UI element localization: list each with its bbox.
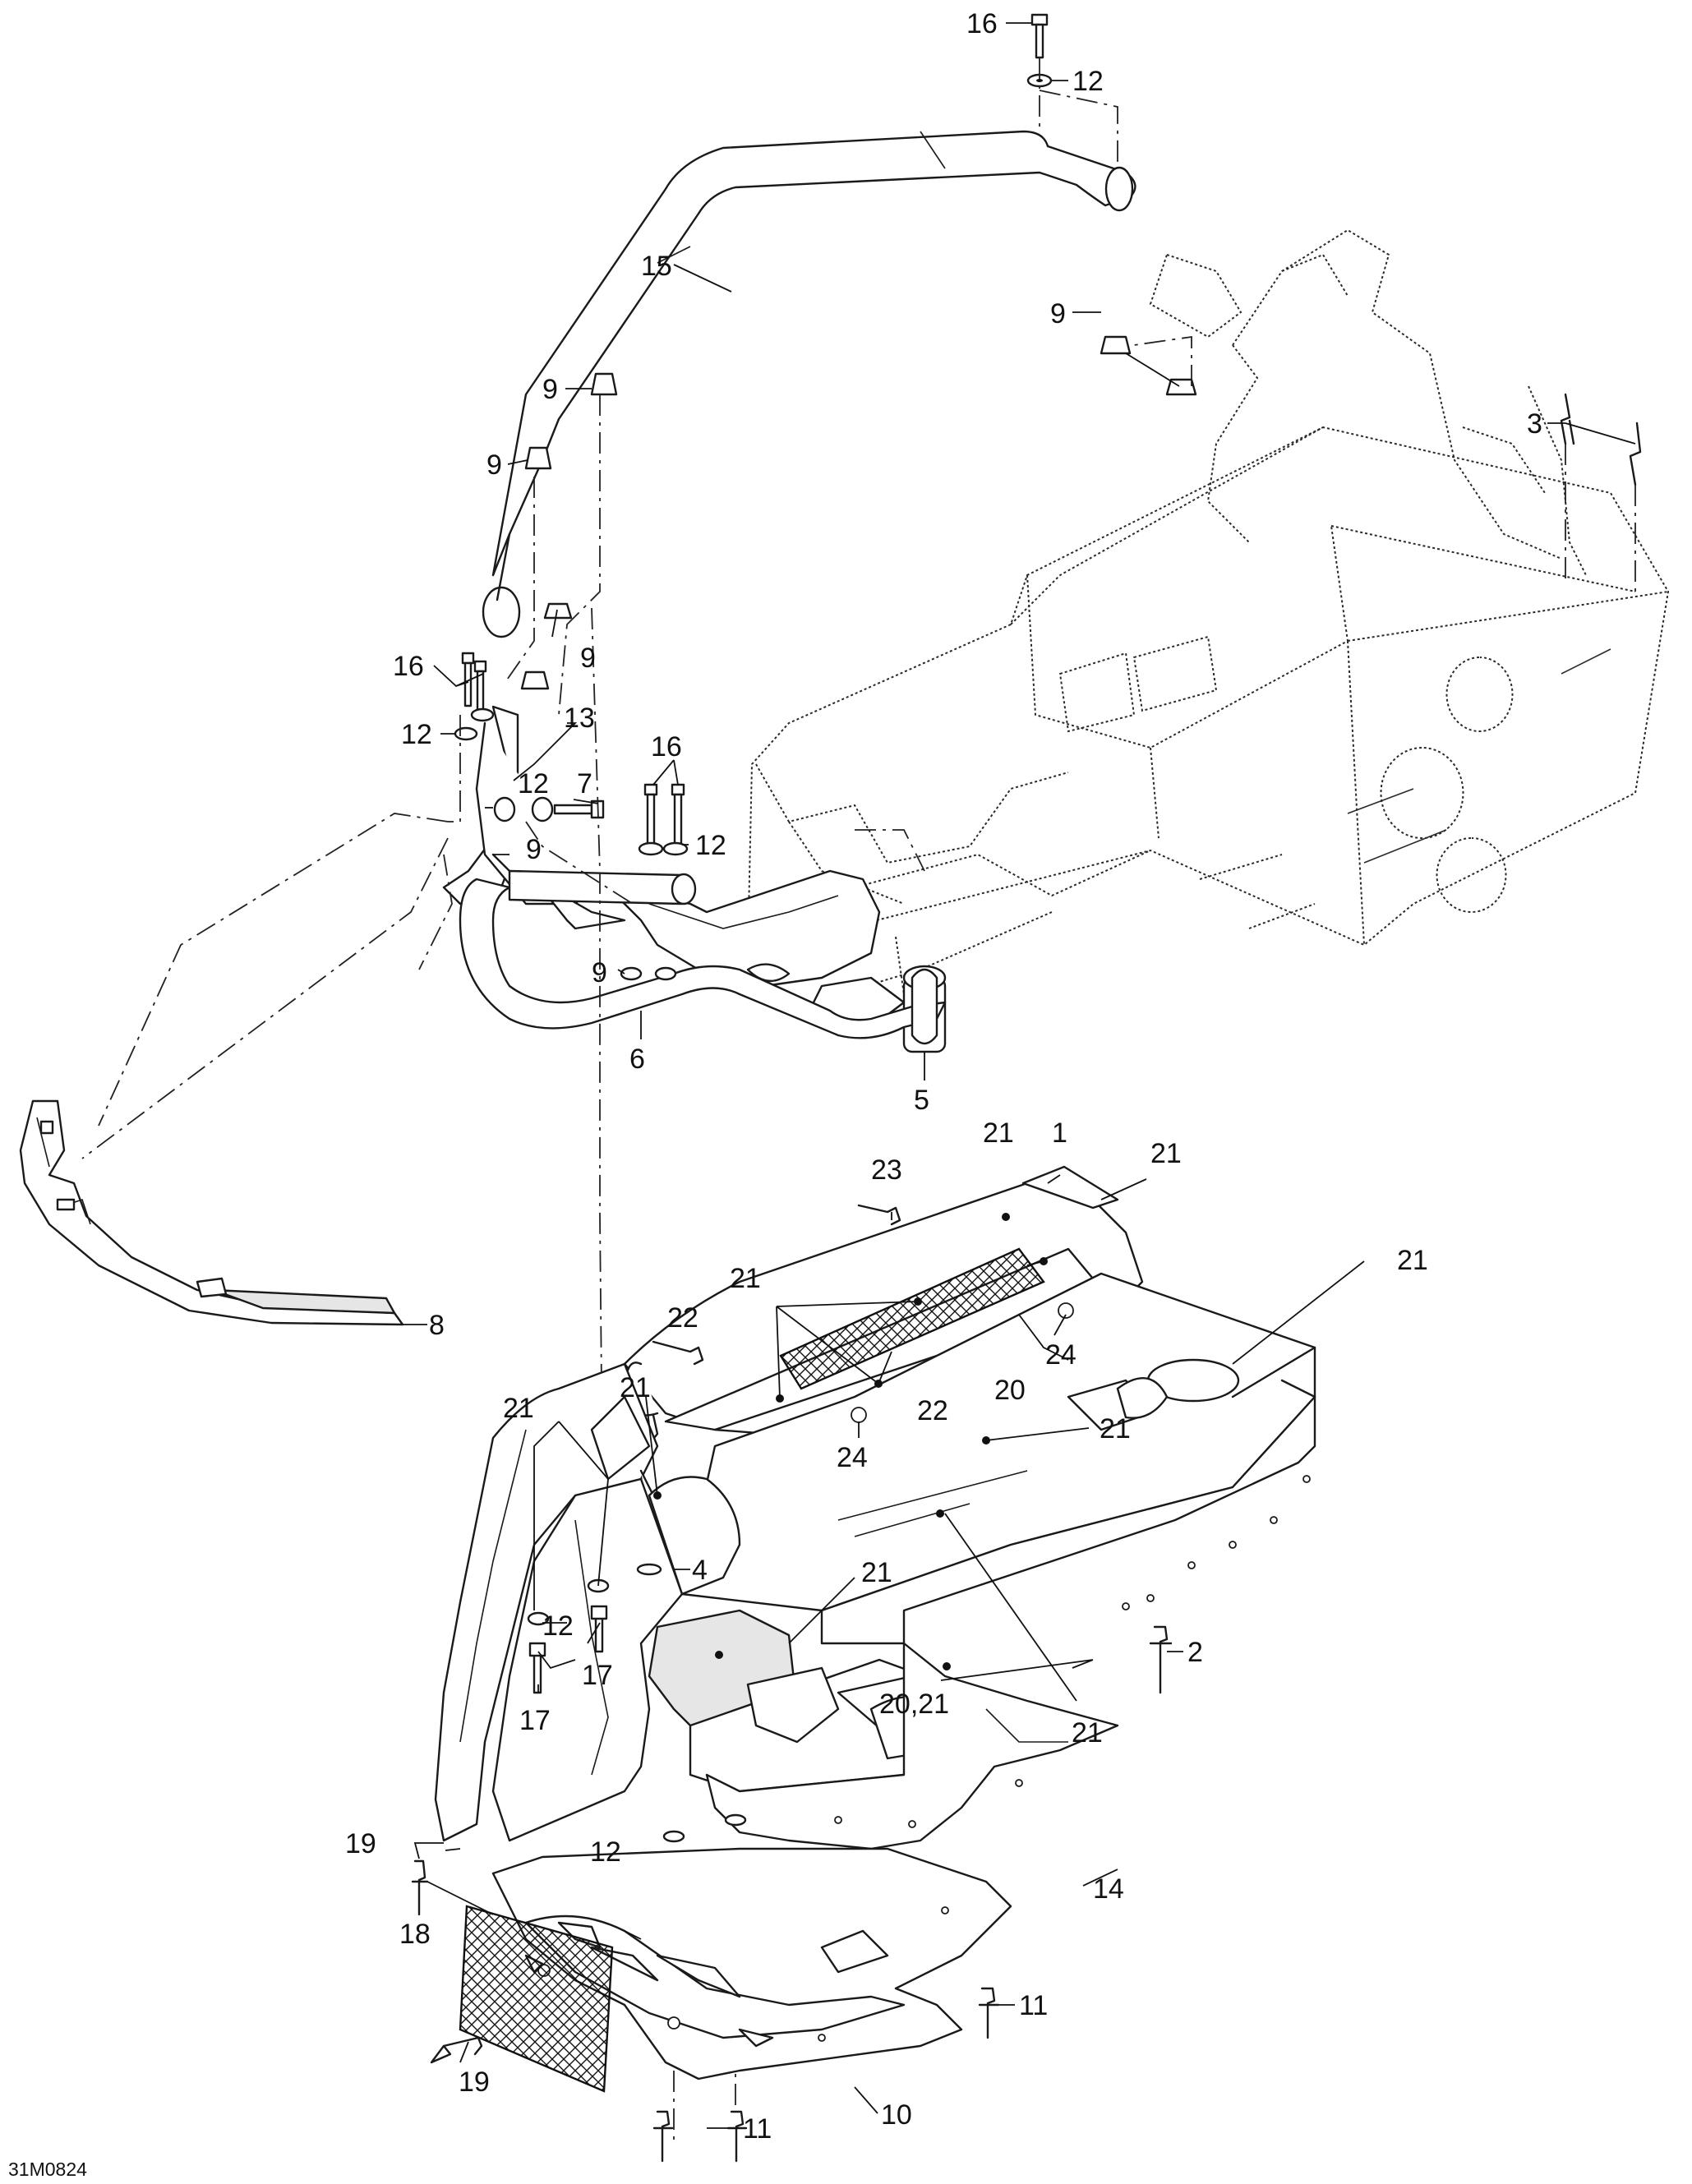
callout-10: 10	[881, 2099, 912, 2131]
callout-leader-lines	[403, 22, 1636, 2129]
callout-1: 1	[1052, 1117, 1067, 1149]
callout-20-21: 20,21	[879, 1689, 949, 1720]
callout-9-right: 9	[1050, 298, 1066, 329]
callout-6: 6	[629, 1044, 645, 1075]
callout-4: 4	[692, 1555, 708, 1586]
callout-24-lower: 24	[837, 1442, 868, 1473]
callout-21-left-b: 21	[503, 1393, 534, 1424]
callout-21-louver: 21	[730, 1263, 761, 1294]
callout-15: 15	[641, 251, 672, 282]
front-bumper-bracket	[442, 705, 947, 1053]
callout-3: 3	[1527, 408, 1542, 440]
callout-9-lower: 9	[592, 957, 607, 988]
callout-19-top: 19	[345, 1828, 376, 1859]
callout-24-upper: 24	[1045, 1339, 1077, 1371]
callout-12-lower-left: 12	[542, 1610, 574, 1642]
callout-12-right: 12	[695, 830, 726, 861]
front-mesh-grille	[459, 1905, 614, 2093]
callout-21-top: 21	[983, 1117, 1014, 1149]
callout-12-mid: 12	[518, 768, 549, 799]
callout-21-mid: 21	[861, 1557, 892, 1588]
callout-14: 14	[1093, 1873, 1124, 1905]
callout-9-tube: 9	[580, 643, 596, 674]
callout-23: 23	[871, 1154, 902, 1186]
callout-9-bracket: 9	[526, 834, 542, 865]
vehicle-frame-phantom	[746, 228, 1670, 995]
callout-19-bottom: 19	[459, 2067, 490, 2098]
callout-9-upper-a: 9	[542, 374, 558, 405]
callout-17-left: 17	[519, 1705, 551, 1736]
callout-18: 18	[399, 1919, 431, 1950]
callout-8: 8	[429, 1310, 445, 1341]
front-bumper-loop	[459, 869, 947, 1045]
callout-12-left: 12	[401, 719, 432, 750]
callout-5: 5	[914, 1085, 929, 1116]
callouts: 16 12 15 9 3 9 9 9 16 12 13 12 7 16 12 9…	[345, 8, 1542, 2145]
callout-22-right: 22	[917, 1395, 948, 1426]
callout-17-right: 17	[582, 1660, 613, 1691]
callout-11-bottom: 11	[743, 2113, 772, 2145]
callout-21-topright: 21	[1150, 1138, 1182, 1169]
figure-reference: 31M0824	[8, 2159, 87, 2180]
callout-7: 7	[577, 768, 592, 799]
callout-21-left-a: 21	[620, 1372, 651, 1403]
callout-16-left: 16	[393, 651, 424, 682]
callout-12-top: 12	[1072, 66, 1104, 97]
callout-20: 20	[994, 1375, 1026, 1406]
panel-mount-holes	[834, 1475, 1311, 1828]
front-belly-pan-assembly	[434, 1165, 1316, 2039]
callout-11-right: 11	[1019, 1990, 1048, 2021]
front-bumper-part	[19, 1099, 404, 1326]
callout-2: 2	[1187, 1637, 1203, 1668]
steering-support-tube	[482, 130, 1136, 638]
hardware-fasteners	[454, 13, 1642, 981]
callout-21-lower-right: 21	[1072, 1717, 1103, 1749]
callout-22-left: 22	[667, 1302, 698, 1334]
lower-front-skid-plate	[491, 1847, 1012, 2080]
callout-9-upper-b: 9	[486, 449, 502, 481]
callout-16-right: 16	[651, 731, 682, 763]
callout-12-bottom: 12	[590, 1836, 621, 1868]
callout-21-mid-right: 21	[1100, 1413, 1131, 1444]
lower-rivets	[411, 1859, 748, 2163]
callout-13: 13	[564, 703, 595, 734]
callout-16-top: 16	[966, 8, 998, 39]
callout-21-far-right: 21	[1397, 1245, 1428, 1276]
